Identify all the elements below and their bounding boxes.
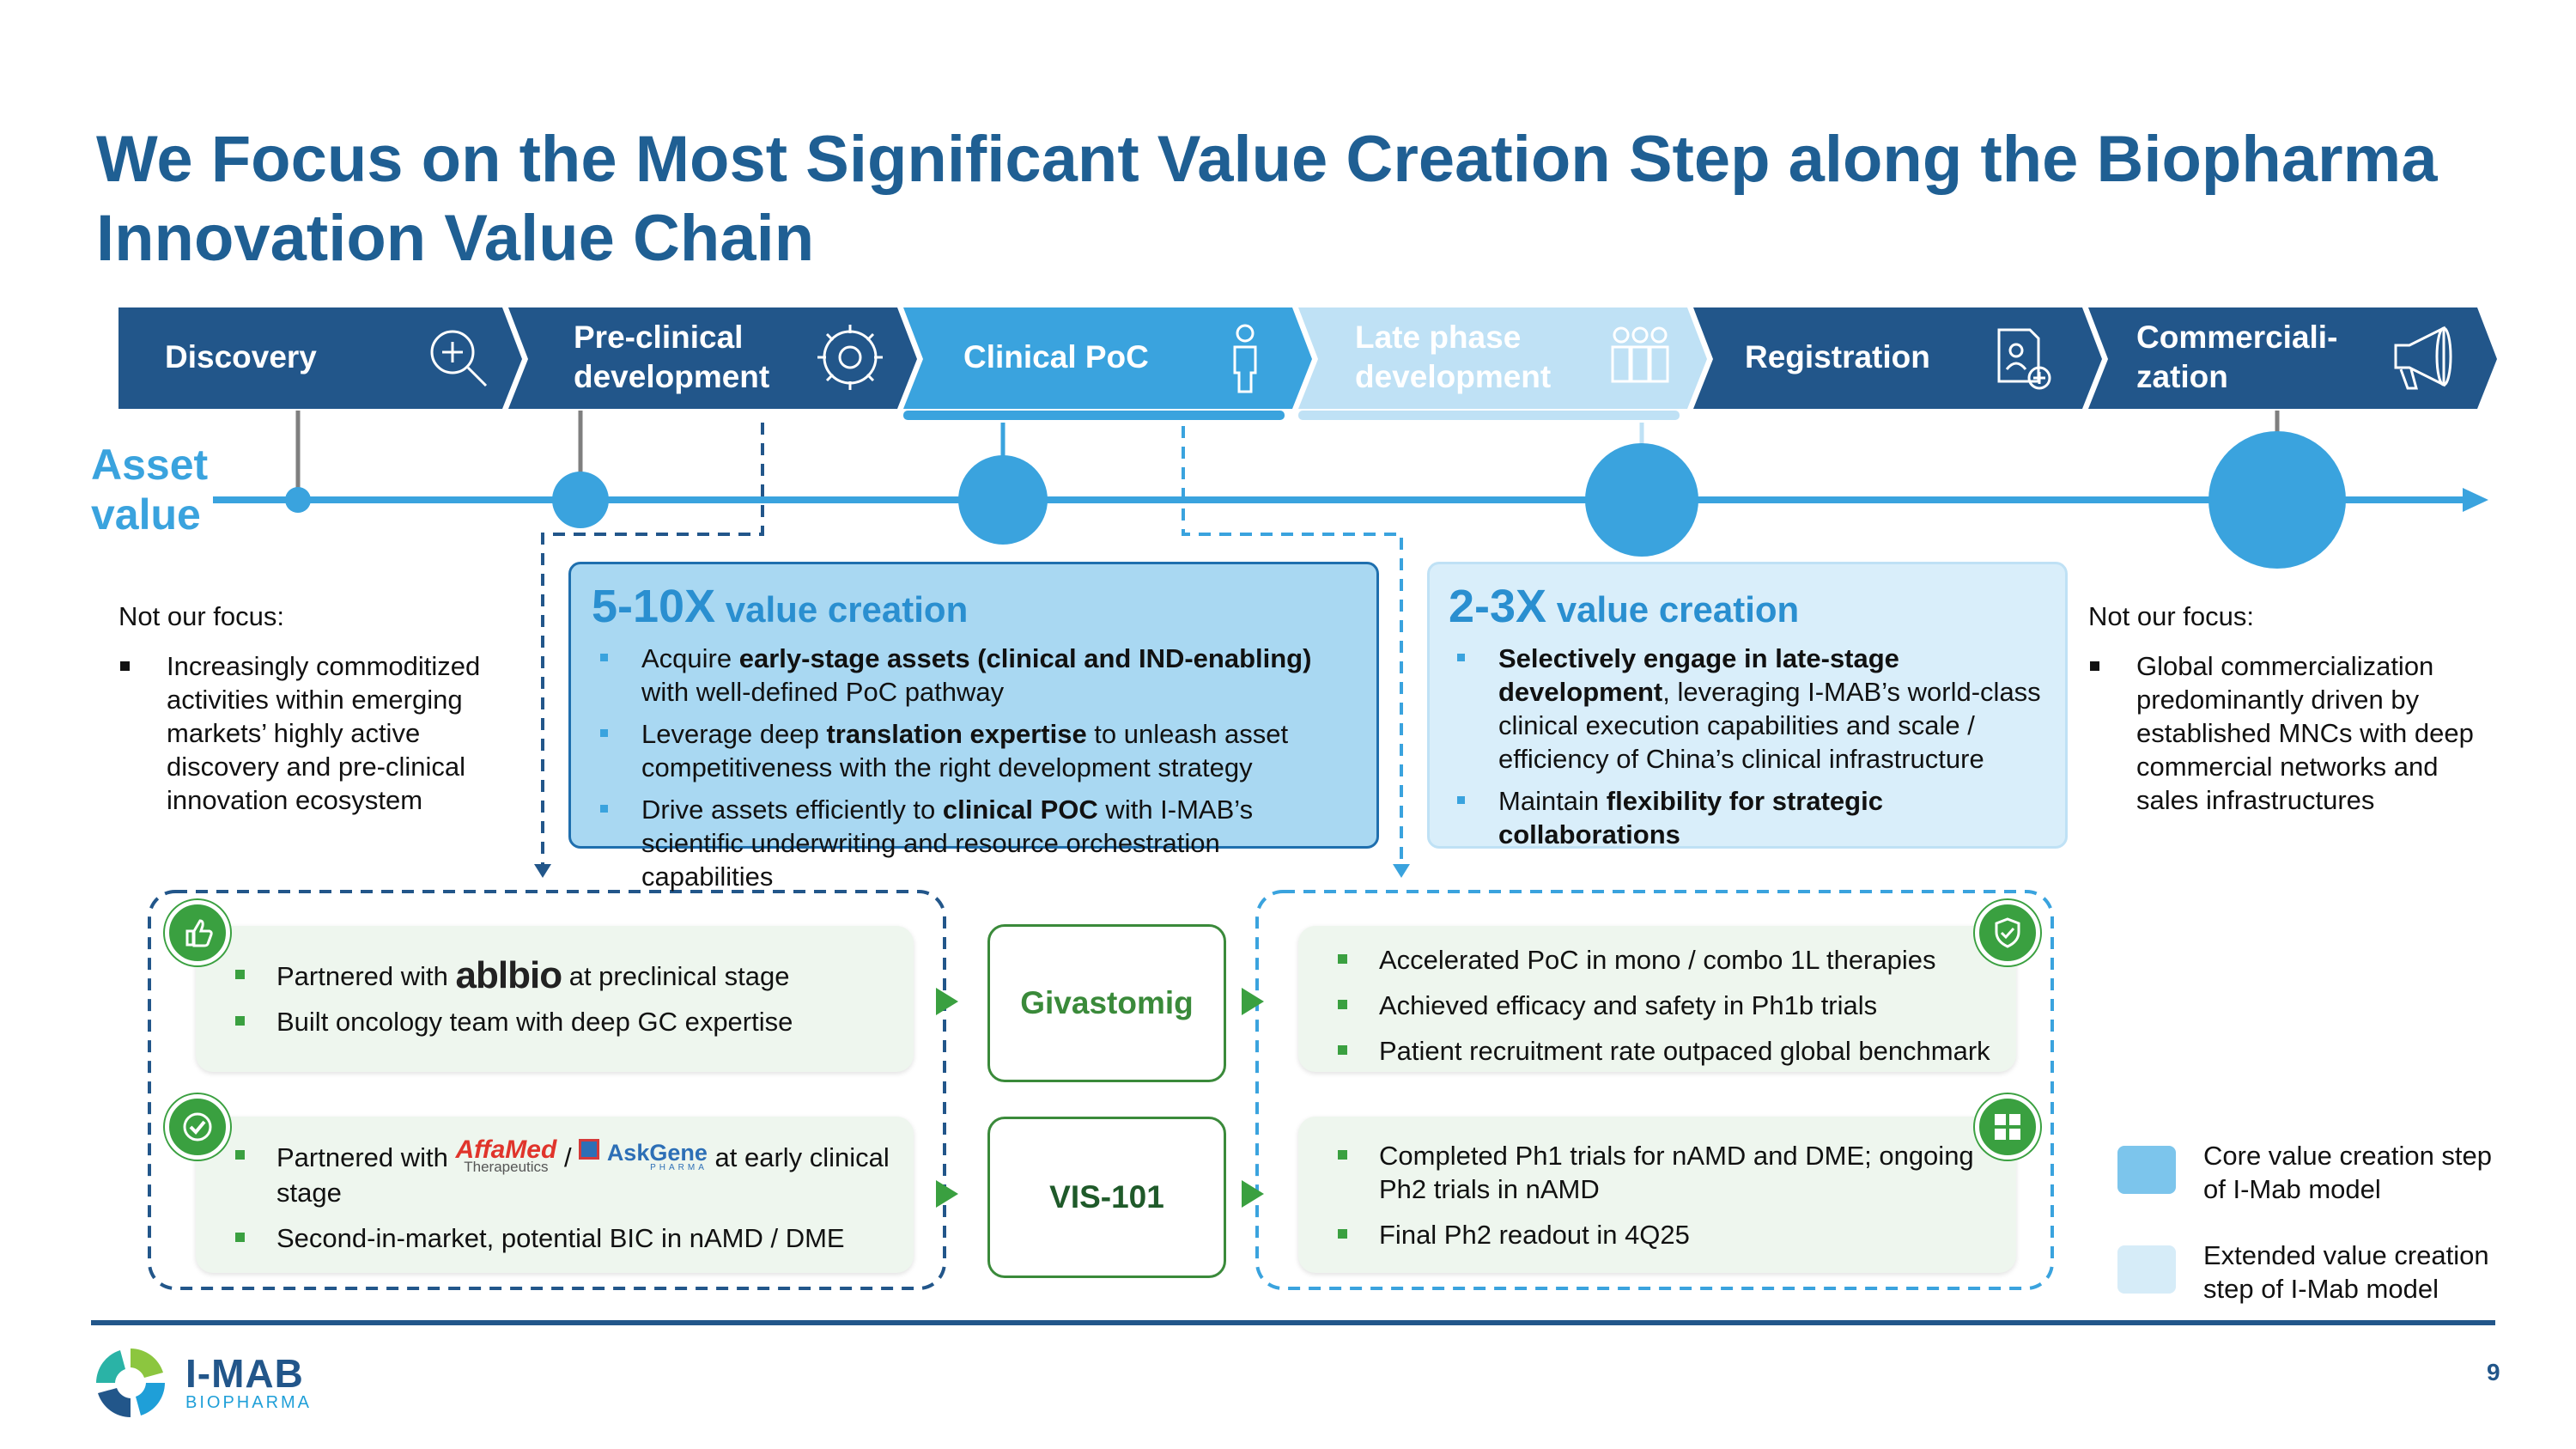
legend-core-swatch (2117, 1146, 2176, 1194)
asset-dot-preclinical (552, 472, 609, 528)
chevron-discovery (118, 307, 522, 409)
late-bullet: Maintain flexibility for strategic colla… (1449, 784, 2046, 851)
late-bullet: Selectively engage in late-stage develop… (1449, 642, 2046, 776)
check-badge-icon (165, 1094, 230, 1160)
megaphone-icon (2394, 326, 2452, 390)
givastomig-box: Givastomig (987, 924, 1226, 1082)
affamed-logo: AffaMed Therapeutics (455, 1135, 557, 1176)
step-discovery-label: Discovery (165, 339, 317, 374)
vis101-result-bullet: Completed Ph1 trials for nAMD and DME; o… (1329, 1139, 2016, 1206)
grid-icon (1975, 1094, 2040, 1160)
vis101-market-bullet: Second-in-market, potential BIC in nAMD … (227, 1221, 914, 1255)
givastomig-left-panel: Partnered with ablbio at preclinical sta… (196, 926, 914, 1072)
right-asset-dashed-box (1255, 890, 2054, 1290)
step-commercialization-label: Commerciali-zation (2136, 320, 2338, 394)
askgene-logo: AskGene PHARMA (579, 1139, 708, 1176)
arrow-left-givastomig (936, 988, 958, 1015)
dashed-bracket-right (1182, 426, 1403, 868)
not-focus-left: Not our focus: Increasingly commoditized… (118, 601, 481, 815)
group-icon (1611, 326, 1669, 383)
chevron-preclinical (508, 307, 917, 409)
asset-dot-late-phase (1585, 443, 1698, 557)
givastomig-right-panel: Accelerated PoC in mono / combo 1L thera… (1298, 926, 2016, 1072)
late-value-creation-box: 2-3X value creation Selectively engage i… (1427, 562, 2068, 849)
page-title: We Focus on the Most Significant Value C… (96, 123, 2438, 275)
givastomig-result-bullet: Accelerated PoC in mono / combo 1L thera… (1329, 943, 2016, 977)
givastomig-result-bullet: Patient recruitment rate outpaced global… (1329, 1034, 2016, 1068)
poc-value-creation-box: 5-10X value creation Acquire early-stage… (568, 562, 1379, 892)
vis101-result-bullet: Final Ph2 readout in 4Q25 (1329, 1218, 2016, 1251)
arrow-left-vis101 (936, 1180, 958, 1208)
asset-dot-discovery (285, 487, 311, 513)
poc-value-heading: 5-10X value creation (592, 581, 969, 632)
document-user-icon (1997, 328, 2051, 390)
gear-icon (817, 325, 883, 390)
step-registration-label: Registration (1745, 339, 1930, 374)
page-number: 9 (2487, 1359, 2500, 1385)
chevron-commercialization (2088, 307, 2497, 409)
vis101-partner-bullet: Partnered with AffaMed Therapeutics / As… (227, 1135, 914, 1209)
asset-dot-clinical-poc (958, 455, 1048, 545)
poc-bullet: Leverage deep translation expertise to u… (592, 717, 1356, 784)
dashed-bracket-left (541, 423, 764, 868)
late-underline (1298, 411, 1680, 420)
vis101-box: VIS-101 (987, 1117, 1226, 1278)
vis101-left-panel: Partnered with AffaMed Therapeutics / As… (196, 1117, 914, 1273)
imab-logo-text: I-MAB BIOPHARMA (185, 1351, 313, 1412)
late-value-heading: 2-3X value creation (1449, 581, 1800, 632)
step-clinical-poc-label: Clinical PoC (963, 339, 1149, 374)
imab-logo-mark (91, 1343, 170, 1422)
person-icon (1233, 324, 1257, 393)
legend-extended-swatch (2117, 1245, 2176, 1294)
givastomig-partner-bullet: Partnered with ablbio at preclinical sta… (227, 957, 914, 995)
axis-arrowhead (2463, 488, 2488, 512)
asset-dot-commercialization (2208, 431, 2346, 569)
givastomig-team-bullet: Built oncology team with deep GC experti… (227, 1005, 914, 1038)
shield-check-icon (1975, 900, 2040, 965)
magnifier-icon (430, 330, 488, 387)
ablbio-logo: ablbio (455, 954, 563, 996)
arrow-right-givastomig (1242, 988, 1264, 1015)
thumbs-up-icon (165, 900, 230, 965)
chevron-late-phase (1298, 307, 1707, 409)
vis101-right-panel: Completed Ph1 trials for nAMD and DME; o… (1298, 1117, 2016, 1273)
poc-bullet: Drive assets efficiently to clinical POC… (592, 793, 1356, 893)
poc-underline (903, 411, 1285, 420)
givastomig-result-bullet: Achieved efficacy and safety in Ph1b tri… (1329, 989, 2016, 1022)
arrow-right-vis101 (1242, 1180, 1264, 1208)
left-asset-dashed-box (148, 890, 946, 1290)
chevron-clinical-poc (903, 307, 1312, 409)
poc-bullet: Acquire early-stage assets (clinical and… (592, 642, 1356, 709)
